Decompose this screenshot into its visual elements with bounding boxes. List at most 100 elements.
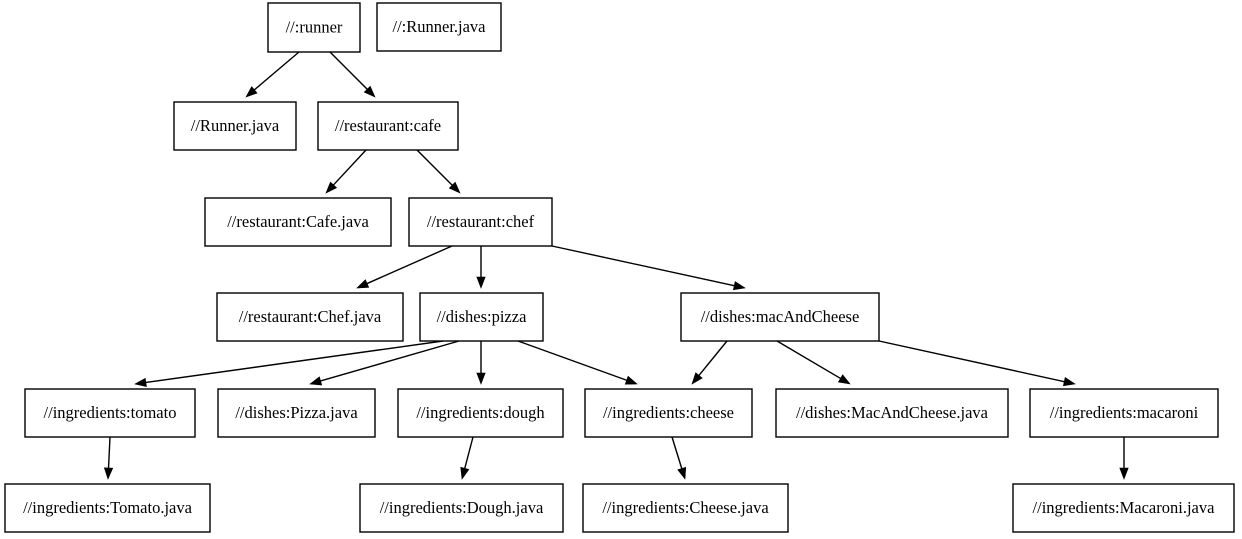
node-label: //Runner.java — [191, 116, 280, 135]
edge-arrowhead — [134, 377, 147, 388]
graph-node-runner_java[interactable]: //Runner.java — [173, 101, 297, 151]
node-box[interactable] — [317, 101, 459, 151]
graph-node-cafe[interactable]: //restaurant:cafe — [317, 101, 459, 151]
edge-arrowhead — [363, 85, 376, 98]
edge-arrowhead — [356, 279, 370, 289]
node-box[interactable] — [173, 101, 297, 151]
graph-node-pizza_java[interactable]: //dishes:Pizza.java — [217, 388, 376, 438]
edge-line — [416, 149, 453, 186]
edge-line — [698, 340, 728, 376]
node-box[interactable] — [1012, 483, 1235, 533]
node-box[interactable] — [267, 2, 361, 53]
edge-line — [776, 340, 841, 380]
graph-edge — [1119, 437, 1129, 480]
node-box[interactable] — [408, 197, 553, 247]
edge-arrowhead — [837, 374, 851, 385]
node-box[interactable] — [584, 388, 753, 438]
graph-node-mac_and_cheese[interactable]: //dishes:macAndCheese — [680, 292, 880, 342]
node-box[interactable] — [217, 388, 376, 438]
edge-line — [517, 340, 627, 381]
graph-edge — [476, 341, 486, 385]
edge-arrowhead — [325, 181, 338, 194]
edge-line — [107, 436, 111, 469]
edge-line — [366, 245, 453, 285]
edge-arrowhead — [103, 467, 114, 480]
node-label: //restaurant:Chef.java — [239, 307, 382, 326]
node-label: //ingredients:macaroni — [1050, 403, 1199, 422]
edge-arrowhead — [732, 281, 746, 291]
node-box[interactable] — [4, 483, 211, 533]
graph-node-mac_java[interactable]: //dishes:MacAndCheese.java — [775, 388, 1009, 438]
node-label: //ingredients:dough — [416, 403, 545, 422]
node-label: //ingredients:Cheese.java — [602, 498, 769, 517]
graph-node-cheese[interactable]: //ingredients:cheese — [584, 388, 753, 438]
edge-line — [671, 436, 683, 469]
node-label: //dishes:pizza — [437, 307, 527, 326]
graph-node-cheese_java[interactable]: //ingredients:Cheese.java — [582, 483, 789, 533]
graph-edge — [671, 436, 687, 480]
node-box[interactable] — [1029, 388, 1219, 438]
graph-node-dough_java[interactable]: //ingredients:Dough.java — [359, 483, 564, 533]
node-layer: //:runner //:Runner.java //Runner.java //re… — [4, 2, 1235, 533]
graph-edge — [691, 340, 728, 385]
graph-node-cafe_java[interactable]: //restaurant:Cafe.java — [204, 197, 392, 247]
node-label: //restaurant:Cafe.java — [227, 212, 369, 231]
graph-edge — [134, 340, 444, 388]
graph-node-runner_java_root[interactable]: //:Runner.java — [376, 2, 502, 52]
graph-edge — [878, 340, 1076, 387]
graph-node-runner[interactable]: //:runner — [267, 2, 361, 53]
node-box[interactable] — [397, 388, 564, 438]
edge-arrowhead — [1119, 467, 1129, 480]
edge-arrowhead — [476, 276, 486, 289]
graph-node-dough[interactable]: //ingredients:dough — [397, 388, 564, 438]
edge-layer — [103, 51, 1129, 480]
graph-node-macaroni_java[interactable]: //ingredients:Macaroni.java — [1012, 483, 1235, 533]
edge-line — [551, 245, 735, 287]
graph-edge — [416, 149, 461, 194]
node-box[interactable] — [376, 2, 502, 52]
edge-arrowhead — [309, 376, 323, 386]
node-label: //restaurant:cafe — [335, 116, 441, 135]
edge-line — [253, 51, 300, 91]
edge-line — [320, 340, 460, 382]
graph-edge — [329, 51, 376, 98]
graph-node-chef_java[interactable]: //restaurant:Chef.java — [216, 292, 404, 342]
edge-line — [329, 51, 368, 90]
graph-node-pizza[interactable]: //dishes:pizza — [419, 292, 544, 342]
edge-line — [145, 340, 444, 384]
graph-node-tomato[interactable]: //ingredients:tomato — [24, 388, 196, 438]
graph-node-macaroni[interactable]: //ingredients:macaroni — [1029, 388, 1219, 438]
node-label: //:runner — [286, 17, 343, 36]
node-box[interactable] — [582, 483, 789, 533]
graph-edge — [325, 149, 367, 194]
edge-line — [464, 436, 474, 469]
edge-arrowhead — [245, 86, 258, 98]
edge-arrowhead — [691, 372, 703, 385]
graph-edge — [460, 436, 474, 480]
node-box[interactable] — [419, 292, 544, 342]
graph-edge — [245, 51, 300, 98]
edge-arrowhead — [677, 466, 687, 480]
node-box[interactable] — [359, 483, 564, 533]
graph-edge — [476, 246, 486, 289]
graph-node-tomato_java[interactable]: //ingredients:Tomato.java — [4, 483, 211, 533]
node-label: //dishes:Pizza.java — [235, 403, 358, 422]
node-label: //restaurant:chef — [427, 212, 535, 231]
edge-arrowhead — [1062, 377, 1076, 387]
edge-arrowhead — [448, 181, 461, 194]
node-box[interactable] — [216, 292, 404, 342]
node-label: //ingredients:Tomato.java — [23, 498, 193, 517]
graph-edge — [551, 245, 746, 291]
node-box[interactable] — [24, 388, 196, 438]
edge-arrowhead — [624, 375, 638, 385]
node-label: //ingredients:Dough.java — [380, 498, 544, 517]
node-box[interactable] — [204, 197, 392, 247]
node-box[interactable] — [775, 388, 1009, 438]
node-label: //:Runner.java — [392, 17, 486, 36]
edge-line — [332, 149, 367, 186]
node-box[interactable] — [680, 292, 880, 342]
graph-node-chef[interactable]: //restaurant:chef — [408, 197, 553, 247]
graph-edge — [356, 245, 453, 289]
